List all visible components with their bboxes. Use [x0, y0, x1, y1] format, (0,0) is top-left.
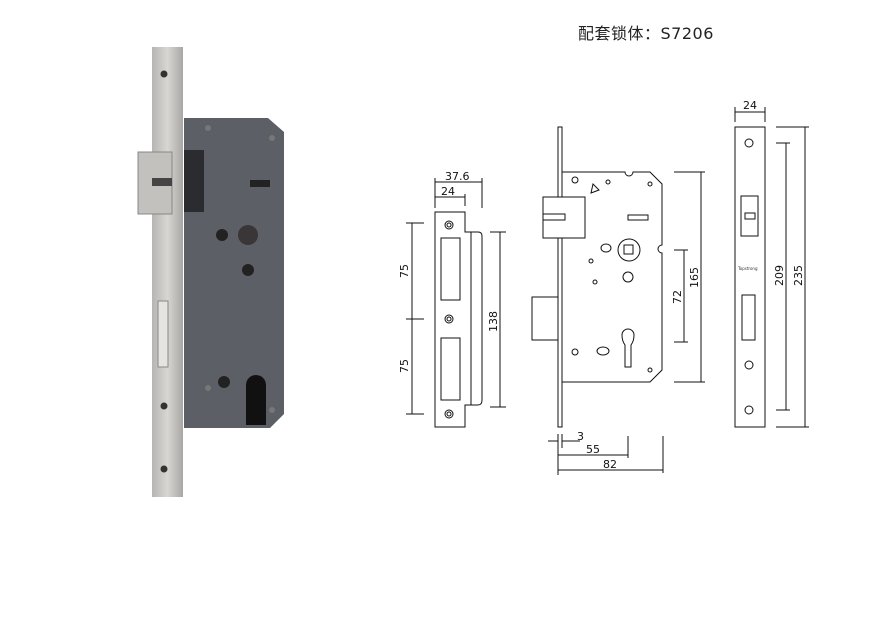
- dim-strike-outer-width: 37.6: [445, 170, 470, 183]
- dim-faceplate-length: 235: [792, 265, 805, 286]
- dim-case-height: 165: [688, 267, 701, 288]
- strike-plate-drawing: [406, 178, 506, 428]
- faceplate-photo: [152, 47, 183, 497]
- dim-screw-spacing: 209: [773, 265, 786, 286]
- dim-strike-spacing-bottom: 75: [398, 359, 411, 373]
- dim-depth: 82: [603, 458, 617, 471]
- dim-faceplate-width: 24: [743, 99, 757, 112]
- product-title: 配套锁体：S7206: [578, 24, 714, 43]
- dim-backset: 55: [586, 443, 600, 456]
- lock-photo: [137, 47, 284, 497]
- dim-faceplate-thickness: 3: [577, 430, 584, 443]
- dim-strike-height: 138: [487, 311, 500, 332]
- dim-strike-spacing-top: 75: [398, 264, 411, 278]
- dim-center-distance: 72: [671, 290, 684, 304]
- faceplate-brand-mark: Topstrong: [737, 266, 758, 271]
- dim-strike-inner-width: 24: [441, 185, 455, 198]
- faceplate-drawing: [734, 107, 809, 428]
- lock-body-drawing: [531, 126, 705, 475]
